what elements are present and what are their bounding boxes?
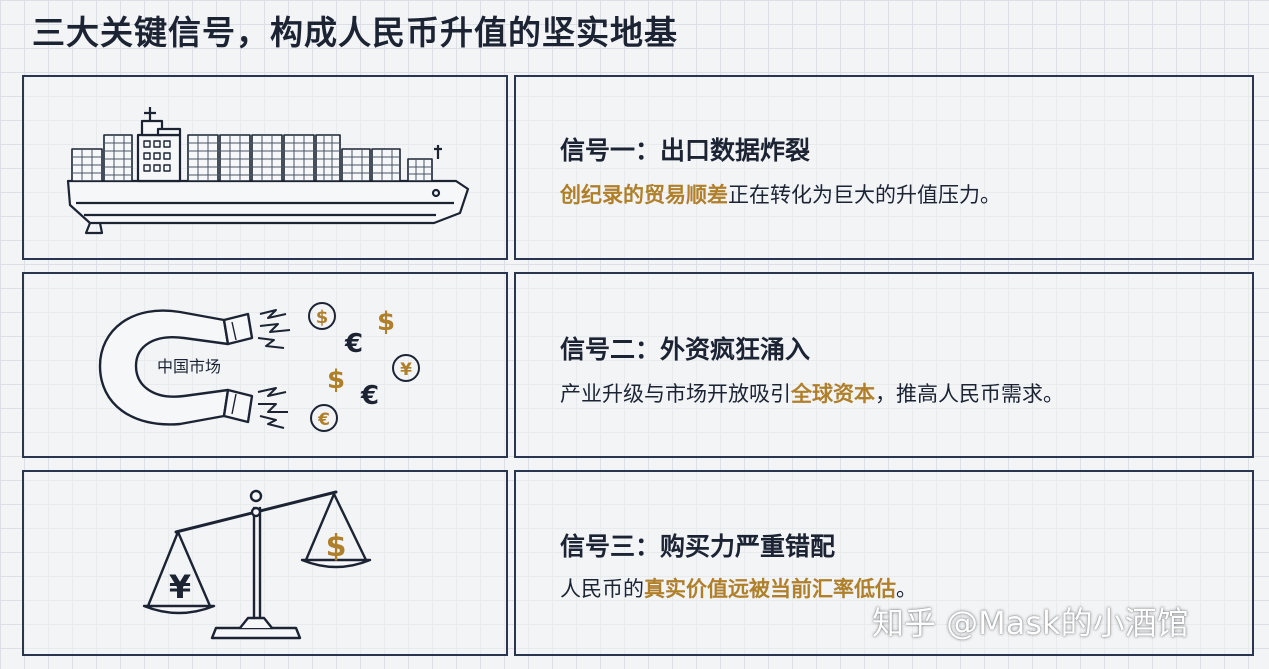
signal-3-title: 信号三：购买力严重错配: [560, 532, 836, 561]
magnet-illustration-panel: 中国市场 $ $ € ¥ $ € €: [22, 272, 508, 458]
signal-3-rest: 。: [896, 577, 917, 601]
dollar-pan-symbol: $: [326, 529, 347, 564]
signal-2-highlight: 全球资本: [791, 382, 875, 406]
signal-3-panel: 信号三：购买力严重错配 人民币的真实价值远被当前汇率低估。: [514, 470, 1254, 656]
signal-3-text: 人民币的真实价值远被当前汇率低估。: [560, 573, 917, 603]
ship-illustration-panel: [22, 75, 508, 260]
signal-2-pre: 产业升级与市场开放吸引: [560, 382, 791, 406]
signal-3-pre: 人民币的: [560, 577, 644, 601]
dollar-symbol-1: $: [377, 307, 395, 337]
dollar-coin-symbol: $: [316, 307, 329, 328]
magnet-icon: 中国市场 $ $ € ¥ $ € €: [98, 302, 420, 432]
signal-2-panel: 信号二：外资疯狂涌入 产业升级与市场开放吸引全球资本，推高人民币需求。: [514, 272, 1254, 458]
balance-scale-icon: ¥ $: [142, 489, 372, 640]
signal-3-highlight: 真实价值远被当前汇率低估: [644, 577, 896, 601]
euro-coin-symbol: €: [317, 410, 330, 430]
dollar-symbol-2: $: [327, 365, 345, 395]
yuan-pan-symbol: ¥: [169, 568, 191, 606]
container-ship-icon: [66, 107, 470, 235]
signal-2-text: 产业升级与市场开放吸引全球资本，推高人民币需求。: [560, 378, 1064, 408]
signal-1-highlight: 创纪录的贸易顺差: [560, 183, 728, 207]
signal-1-title: 信号一：出口数据炸裂: [560, 136, 811, 165]
signal-1-rest: 正在转化为巨大的升值压力。: [728, 183, 1001, 207]
yuan-coin-symbol: ¥: [400, 360, 412, 380]
scale-illustration-panel: ¥ $: [22, 470, 508, 656]
euro-symbol-1: €: [344, 329, 363, 359]
watermark: 知乎 @Mask的小酒馆: [872, 604, 1189, 642]
signal-1-text: 创纪录的贸易顺差正在转化为巨大的升值压力。: [560, 179, 1001, 209]
page-title: 三大关键信号，构成人民币升值的坚实地基: [32, 13, 678, 52]
euro-symbol-2: €: [360, 381, 379, 411]
signal-2-rest: ，推高人民币需求。: [875, 382, 1064, 406]
signal-2-title: 信号二：外资疯狂涌入: [560, 335, 811, 364]
signal-1-panel: 信号一：出口数据炸裂 创纪录的贸易顺差正在转化为巨大的升值压力。: [514, 75, 1254, 260]
magnet-label: 中国市场: [157, 357, 221, 376]
